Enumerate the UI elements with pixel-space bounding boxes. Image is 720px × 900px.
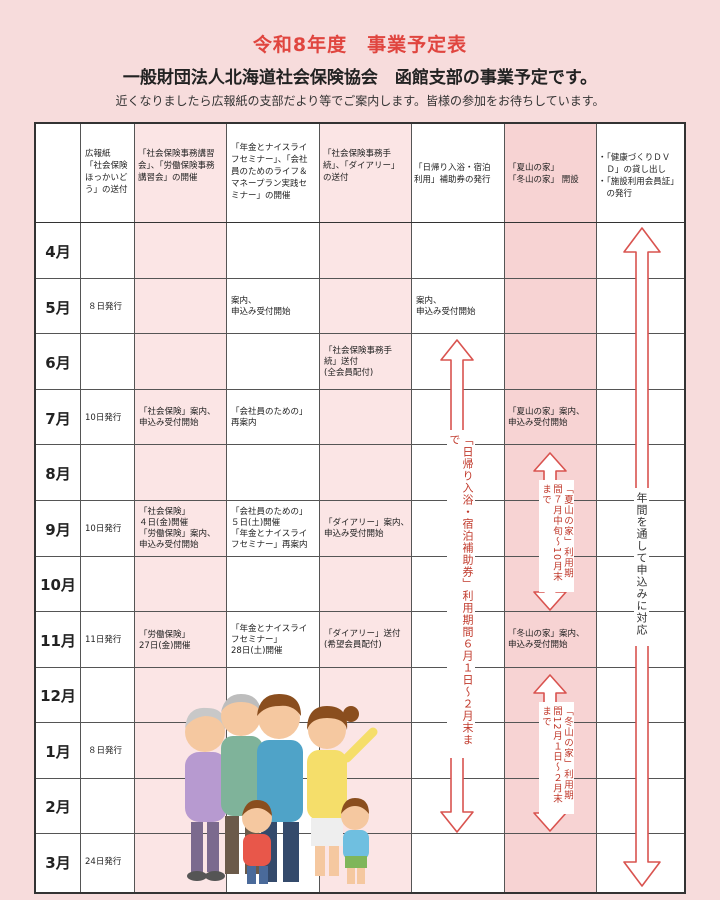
cell-diary-jun: 「社会保険事務手 続」送付 (全会員配付) bbox=[324, 346, 393, 378]
row-divider bbox=[36, 444, 684, 445]
cell-seminar-jul: 「社会保険」案内、 申込み受付開始 bbox=[139, 407, 216, 428]
vline bbox=[226, 124, 227, 892]
cell-diary-sep: 「ダイアリー」案内、 申込み受付開始 bbox=[324, 518, 410, 539]
cell-seminar-sep: 「社会保険」 ４日(金)開催 「労働保険」案内、 申込み受付開始 bbox=[139, 507, 216, 550]
month-label: 1月 bbox=[45, 743, 71, 761]
column-header-2: 「社会保険事務講習 会」、「労働保険事務 講習会」の開催 bbox=[138, 149, 215, 183]
column-header-4: 「社会保険事務手 続」、「ダイアリー」 の送付 bbox=[323, 149, 400, 183]
row-divider bbox=[36, 500, 684, 501]
family-illustration bbox=[185, 694, 378, 884]
month-label: 12月 bbox=[40, 687, 76, 705]
column-header-6: 「夏山の家」 「冬山の家」 開設 bbox=[508, 163, 579, 185]
vline bbox=[80, 124, 81, 892]
month-label: 3月 bbox=[45, 854, 71, 872]
vline bbox=[504, 124, 505, 892]
vline bbox=[134, 124, 135, 892]
vline bbox=[596, 124, 597, 892]
column-header-1: 広報紙 「社会保険 ほっかいど う」の送付 bbox=[85, 149, 128, 195]
cell-mountain-nov: 「冬山の家」案内、 申込み受付開始 bbox=[508, 629, 585, 650]
month-label: 10月 bbox=[40, 576, 76, 594]
row-divider bbox=[36, 333, 684, 334]
month-label: 9月 bbox=[45, 521, 71, 539]
cell-lifeplan-nov: 「年金とナイスライ フセミナー」 28日(土)開催 bbox=[231, 624, 308, 656]
grandma-figure bbox=[185, 707, 227, 881]
winter-period-label: 「冬山の家」利用期間12月１日～２月末まで bbox=[539, 702, 574, 814]
mother-figure bbox=[307, 706, 378, 876]
page-note: 近くなりましたら広報紙の支部だより等でご案内します。皆様の参加をお待ちしています… bbox=[115, 94, 605, 108]
cell-newsletter-jan: ８日発行 bbox=[88, 746, 123, 756]
cell-newsletter-nov: 11日発行 bbox=[85, 635, 122, 645]
cell-newsletter-jul: 10日発行 bbox=[85, 413, 122, 423]
girl-figure bbox=[341, 798, 369, 884]
month-label: 8月 bbox=[45, 465, 71, 483]
row-divider bbox=[36, 778, 684, 779]
cell-mountain-jul: 「夏山の家」案内、 申込み受付開始 bbox=[508, 407, 585, 428]
row-divider bbox=[36, 667, 684, 668]
column-header-3: 「年金とナイスライ フセミナー」、「会社 員のためのライフ＆ マネープラン実践セ… bbox=[231, 143, 308, 201]
row-divider bbox=[36, 556, 684, 557]
month-label: 6月 bbox=[45, 354, 71, 372]
father-figure bbox=[257, 694, 303, 882]
cell-newsletter-sep: 10日発行 bbox=[85, 524, 122, 534]
vline bbox=[319, 124, 320, 892]
summer-period-label: 「夏山の家」利用期間７月中旬～10月末まで bbox=[539, 480, 574, 592]
cell-newsletter-may: ８日発行 bbox=[88, 302, 123, 312]
cell-diary-nov: 「ダイアリー」送付 (希望会員配付) bbox=[324, 629, 401, 650]
cell-seminar-nov: 「労働保険」 27日(金)開催 bbox=[139, 630, 191, 651]
boy-figure bbox=[242, 800, 272, 884]
page-subtitle: 一般財団法人北海道社会保険協会 函館支部の事業予定です。 bbox=[122, 68, 598, 88]
row-divider bbox=[36, 389, 684, 390]
column-header-5: 「日帰り入浴・宿泊 利用」補助券の発行 bbox=[414, 163, 491, 185]
cell-lifeplan-may: 案内、 申込み受付開始 bbox=[231, 296, 291, 317]
month-label: 2月 bbox=[45, 798, 71, 816]
bath-period-label: 「日帰り入浴・宿泊補助券」利用期間６月１日～２月末まで bbox=[447, 430, 475, 758]
cell-newsletter-mar: 24日発行 bbox=[85, 857, 122, 867]
row-divider bbox=[36, 722, 684, 723]
row-divider bbox=[36, 611, 684, 612]
row-divider bbox=[36, 278, 684, 279]
cell-bath-may: 案内、 申込み受付開始 bbox=[416, 296, 476, 317]
vline bbox=[411, 124, 412, 892]
cell-lifeplan-sep: 「会社員のための」 ５日(土)開催 「年金とナイスライ フセミナー」再案内 bbox=[231, 507, 308, 550]
month-label: 7月 bbox=[45, 410, 71, 428]
cell-lifeplan-jul: 「会社員のための」 再案内 bbox=[231, 407, 308, 428]
month-label: 4月 bbox=[45, 243, 71, 261]
column-header-7: ・「健康づくりＤＶ Ｄ」の貸し出し ・「施設利用会員証」 の発行 bbox=[598, 153, 679, 199]
month-label: 5月 bbox=[45, 299, 71, 317]
month-label: 11月 bbox=[40, 632, 76, 650]
yearround-label: 年間を通して申込みに対応 bbox=[634, 488, 649, 646]
header-divider bbox=[36, 222, 684, 223]
page-title: 令和8年度 事業予定表 bbox=[252, 34, 468, 56]
month-column-bg bbox=[36, 124, 80, 892]
